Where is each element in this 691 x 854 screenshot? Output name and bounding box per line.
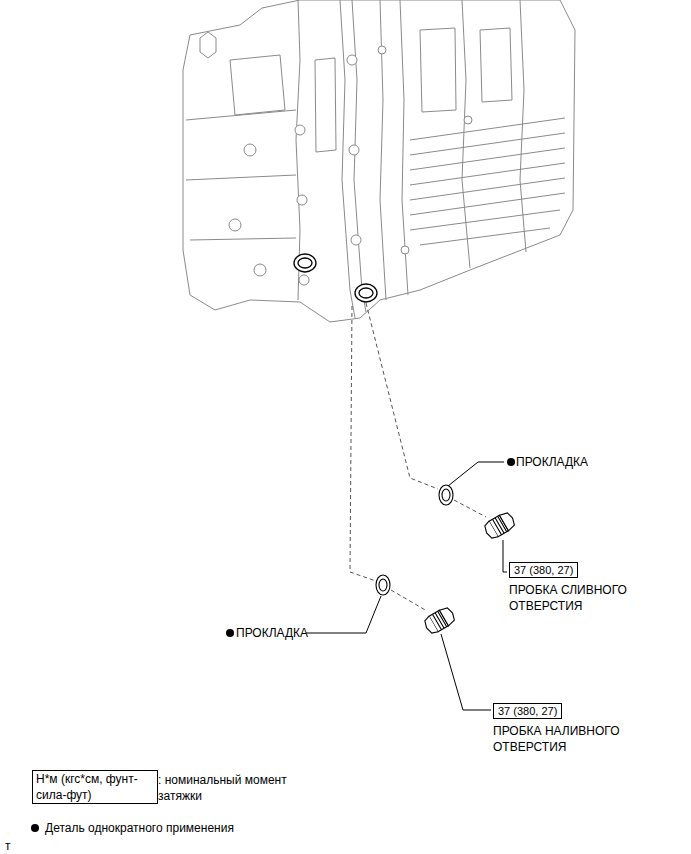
torque-spec: 37 (380, 27) ПРОБКА НАЛИВНОГО ОТВЕРСТИЯ — [493, 703, 643, 755]
unit-key-box: Н*м (кгс*см, фунт-сила-фут) — [32, 770, 158, 804]
torque-value: 37 (380, 27) — [493, 703, 562, 719]
single-use-dot — [226, 629, 234, 637]
part-name: ПРОБКА СЛИВНОГО ОТВЕРСТИЯ — [509, 582, 659, 614]
torque-value: 37 (380, 27) — [509, 562, 578, 578]
part-label: ПРОКЛАДКА — [236, 625, 308, 641]
part-label: ПРОКЛАДКА — [516, 454, 588, 470]
torque-spec: 37 (380, 27) ПРОБКА СЛИВНОГО ОТВЕРСТИЯ — [509, 562, 659, 614]
unit-key: Н*м (кгс*см, фунт-сила-фут) — [32, 770, 158, 804]
part-name: ПРОБКА НАЛИВНОГО ОТВЕРСТИЯ — [493, 723, 643, 755]
legend-note: : номинальный момент затяжки — [158, 772, 288, 804]
legend-dot — [31, 824, 39, 832]
stray-mark: т — [5, 838, 11, 854]
legend-text: Деталь однократного применения — [45, 820, 234, 836]
single-use-dot — [507, 458, 515, 466]
